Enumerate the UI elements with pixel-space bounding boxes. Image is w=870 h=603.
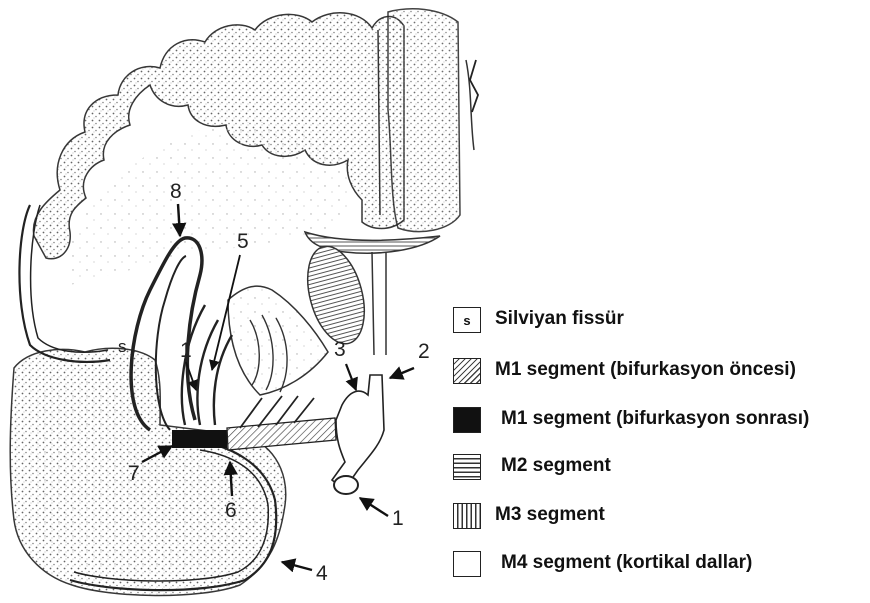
sylvian-fissure-label: s: [118, 337, 127, 356]
callout-3: 3: [334, 338, 346, 361]
septum: [372, 252, 386, 355]
arrow-2: [390, 368, 414, 378]
legend-item-m4: M4 segment (kortikal dallar): [449, 551, 864, 585]
legend-item-sylvian: s Silviyan fissür: [449, 307, 864, 341]
diagonal-hatch-swatch: [453, 358, 481, 384]
legend-item-m3: M3 segment: [449, 503, 864, 537]
right-gyrus: [388, 9, 460, 232]
carotid-artery: [332, 375, 384, 490]
legend-label-m3: M3 segment: [495, 504, 605, 526]
legend-label-sylvian: Silviyan fissür: [495, 308, 624, 330]
arrow-3: [346, 364, 356, 390]
carotid-lumen: [334, 476, 358, 494]
sylvian-swatch-text: s: [463, 313, 470, 328]
vertical-hatch-swatch: [453, 503, 481, 529]
arrow-1: [360, 498, 388, 516]
horizontal-hatch-swatch: [453, 454, 481, 480]
solid-black-swatch: [453, 407, 481, 433]
callout-6: 6: [225, 499, 237, 522]
legend-item-m1-post: M1 segment (bifurkasyon sonrası): [449, 407, 864, 441]
callout-4: 4: [316, 562, 328, 585]
legend-item-m2: M2 segment: [449, 454, 864, 488]
legend-label-m1-pre: M1 segment (bifurkasyon öncesi): [495, 359, 796, 381]
callout-2: 2: [418, 340, 430, 363]
legend-item-m1-pre: M1 segment (bifurkasyon öncesi): [449, 358, 864, 392]
blank-swatch: [453, 551, 481, 577]
legend-label-m4: M4 segment (kortikal dallar): [501, 552, 752, 574]
callout-5: 5: [237, 230, 249, 253]
legend-label-m2: M2 segment: [501, 455, 611, 477]
legend-label-m1-post: M1 segment (bifurkasyon sonrası): [501, 408, 809, 430]
callout-7: 7: [128, 462, 140, 485]
sylvian-swatch: s: [453, 307, 481, 333]
m1-post-bifurcation: [172, 430, 227, 448]
arrow-4: [282, 562, 312, 570]
callout-8: 8: [170, 180, 182, 203]
callout-1: 1: [392, 507, 404, 530]
callout-1-inner: 1: [180, 339, 192, 362]
